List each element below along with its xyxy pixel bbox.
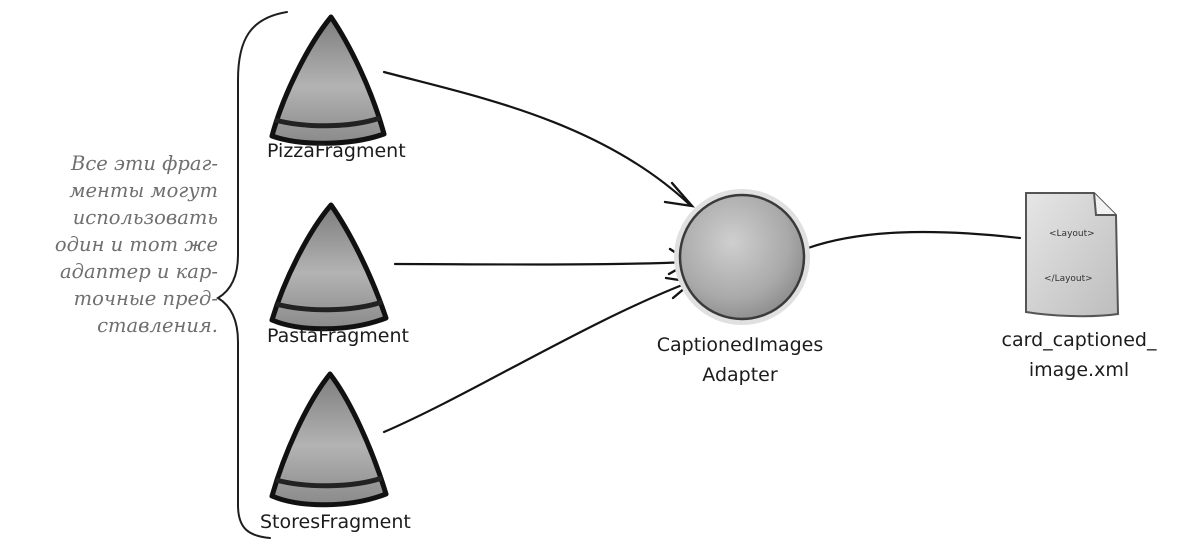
- sphere-icon: [674, 189, 810, 325]
- adapter-label-line1: CaptionedImages: [656, 334, 824, 356]
- triangle-icon: [269, 14, 387, 146]
- adapter-label-line2: Adapter: [702, 364, 778, 386]
- grouping-brace: [216, 11, 288, 539]
- stores-fragment-label: StoresFragment: [260, 511, 411, 533]
- connectors: [382, 70, 1022, 434]
- xml-open-tag: <Layout>: [1049, 229, 1095, 239]
- document-icon: <Layout> </Layout>: [1025, 192, 1120, 318]
- edge-adapter-to-layout: [806, 230, 1022, 250]
- layout-file-label-line2: image.xml: [1028, 359, 1130, 381]
- xml-close-tag: </Layout>: [1044, 274, 1093, 284]
- pizza-fragment-label: PizzaFragment: [267, 140, 406, 162]
- grouping-note: Все эти фраг- менты могут использовать о…: [54, 152, 218, 337]
- edge-stores-to-adapter: [382, 280, 692, 434]
- arrowhead-pizza: [663, 181, 696, 208]
- triangle-icon: [269, 202, 389, 332]
- triangle-icon: [269, 371, 389, 508]
- edge-pizza-to-adapter: [382, 70, 692, 207]
- adapter-label: CaptionedImages Adapter: [648, 330, 832, 390]
- layout-file-label: card_captioned_ image.xml: [990, 325, 1168, 385]
- pasta-fragment-label: PastaFragment: [267, 325, 409, 347]
- layout-file-label-line1: card_captioned_: [1001, 329, 1157, 351]
- edge-pasta-to-adapter: [393, 260, 690, 266]
